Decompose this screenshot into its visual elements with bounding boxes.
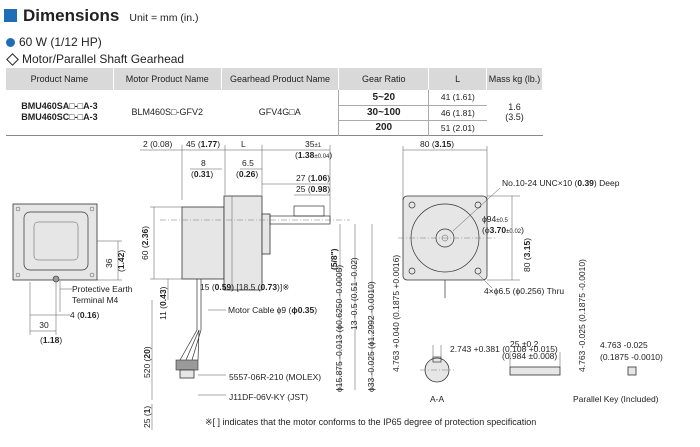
ratio-cell-1: 5~20 xyxy=(338,90,430,105)
cable-label: Motor Cable ϕ9 (ϕ0.35) xyxy=(228,305,317,315)
dim-35: 35±1 xyxy=(305,139,322,149)
col-header-product: Product Name xyxy=(5,68,114,90)
dim-key-side-in: (0.1875 -0.0010) xyxy=(600,352,663,362)
dim-11: 11 (0.43) xyxy=(158,286,168,320)
table-row: 30~100 46 (1.81) xyxy=(6,104,543,120)
motor-end-view: 36 (1.42) Protective Earth Terminal M4 4… xyxy=(12,203,133,345)
product-names-cell: BMU460SA□-□A-3 BMU460SC□-□A-3 xyxy=(6,90,114,135)
dim-45: 45 (1.77) xyxy=(186,139,220,149)
dim-8: 8 xyxy=(201,158,206,168)
power-heading: 60 W (1/12 HP) xyxy=(6,35,102,49)
dim-key-height: 4.763 -0.025 (0.1875 -0.0010) xyxy=(577,259,587,372)
dim-36-in: (1.42) xyxy=(116,250,126,272)
dim-4: 4 (0.16) xyxy=(70,310,99,320)
shaft-section-aa: 4.763 +0.040 (0.1875 +0.0016) 2.743 +0.3… xyxy=(391,255,558,404)
mass-lb: (3.5) xyxy=(505,112,524,123)
ratio-cell-2: 30~100 xyxy=(338,104,430,120)
gearhead-product-cell: GFV4G□A xyxy=(258,107,301,118)
dim-2: 2 (0.08) xyxy=(143,139,172,149)
dim-phi33: ϕ33 -0.025 (ϕ1.2992 -0.0010) xyxy=(366,281,376,392)
table-row: BMU460SA□-□A-3 BMU460SC□-□A-3 BLM460S□-G… xyxy=(6,90,543,122)
dim-key-width: 4.763 +0.040 (0.1875 +0.0016) xyxy=(391,255,401,372)
dim-5-8: (5/8") xyxy=(329,248,339,270)
dim-60: 60 (2.36) xyxy=(140,226,150,260)
parallel-key: 25 ±0.2 (0.984 ±0.008) 4.763 -0.025 (0.1… xyxy=(502,259,663,404)
footnote: ※[ ] indicates that the motor conforms t… xyxy=(205,417,537,427)
dim-8-in: (0.31) xyxy=(191,169,213,179)
table-row: 200 51 (2.01) xyxy=(6,119,543,135)
type-heading-text: Motor/Parallel Shaft Gearhead xyxy=(22,52,185,66)
col-header-l: L xyxy=(428,68,488,90)
dim-key-length: 25 ±0.2 xyxy=(510,339,539,349)
dim-key-length-in: (0.984 ±0.008) xyxy=(502,351,557,361)
l-cell-1: 41 (1.61) xyxy=(440,92,475,103)
dim-6-5-in: (0.26) xyxy=(236,169,258,179)
earth-label-2: Terminal M4 xyxy=(72,295,119,305)
mass-kg: 1.6 xyxy=(508,102,521,113)
motor-side-view: 2 (0.08) 45 (1.77) L 35±1 (1.38±0.04) 8 … xyxy=(140,139,376,430)
l-cell-2: 46 (1.81) xyxy=(428,104,487,120)
col-header-mass: Mass kg (lb.) xyxy=(486,68,543,90)
section-square-icon xyxy=(4,9,17,22)
col-header-ratio: Gear Ratio xyxy=(338,68,430,90)
l-cell-3: 51 (2.01) xyxy=(428,119,487,135)
mass-cell: 1.6 (3.5) xyxy=(487,90,543,135)
power-heading-text: 60 W (1/12 HP) xyxy=(19,35,102,49)
spec-table: Product Name Motor Product Name Gearhead… xyxy=(5,68,543,136)
dim-L: L xyxy=(241,139,246,149)
dim-35-in: (1.38±0.04) xyxy=(295,150,332,160)
jst-label: J11DF-06V-KY (JST) xyxy=(229,392,308,402)
dim-25-bottom: 25 (1) xyxy=(142,406,152,428)
bullet-dot-icon xyxy=(6,37,15,47)
dim-30: 30 xyxy=(39,320,49,330)
dim-key-depth: 2.743 +0.381 (0.108 +0.015) xyxy=(450,344,558,354)
dim-phi94: ϕ94±0.5 xyxy=(482,214,509,224)
section-title: Dimensions xyxy=(23,6,120,25)
unit-label: Unit = mm (in.) xyxy=(129,12,199,24)
parallel-key-label: Parallel Key (Included) xyxy=(573,394,659,404)
dim-6-5: 6.5 xyxy=(242,158,254,168)
table-header-row: Product Name Motor Product Name Gearhead… xyxy=(5,68,543,90)
dim-key-side: 4.763 -0.025 xyxy=(600,340,648,350)
ratio-cell-3: 200 xyxy=(338,119,430,135)
dim-27: 27 (1.06) xyxy=(296,173,330,183)
earth-label-1: Protective Earth xyxy=(72,284,133,294)
motor-product-cell: BLM460S□-GFV2 xyxy=(131,107,203,118)
dim-phi15: ϕ15.875 -0.013 (ϕ0.6250 -0.0005) xyxy=(334,265,344,392)
col-header-motor: Motor Product Name xyxy=(112,68,222,90)
dim-13: 13 -0.5 (0.51 -0.02) xyxy=(349,257,359,330)
section-aa-label: A-A xyxy=(430,394,445,404)
dim-36: 36 xyxy=(104,258,114,268)
product-name-2: BMU460SC□-□A-3 xyxy=(21,112,98,123)
dim-520: 520 (20) xyxy=(142,346,152,378)
dim-80: 80 (3.15) xyxy=(420,139,454,149)
section-header: Dimensions Unit = mm (in.) xyxy=(4,6,199,26)
dim-phi94-in: (ϕ3.70±0.02) xyxy=(482,225,524,235)
dim-15: 15 (0.59) [18.5 (0.73)]※ xyxy=(200,282,289,292)
col-header-gearhead: Gearhead Product Name xyxy=(220,68,340,90)
type-heading: Motor/Parallel Shaft Gearhead xyxy=(6,52,184,66)
gearhead-end-view: 80 (3.15) No.10-24 UNC×10 (0.39) Deep ϕ9… xyxy=(398,139,620,298)
unc-label: No.10-24 UNC×10 (0.39) Deep xyxy=(502,178,620,188)
dim-80-v: 80 (3.15) xyxy=(522,238,532,272)
product-name-1: BMU460SA□-□A-3 xyxy=(21,101,98,112)
holes-label: 4×ϕ6.5 (ϕ0.256) Thru xyxy=(484,286,564,296)
dim-25: 25 (0.98) xyxy=(296,184,330,194)
dim-30-in: (1.18) xyxy=(40,335,62,345)
molex-label: 5557-06R-210 (MOLEX) xyxy=(229,372,321,382)
